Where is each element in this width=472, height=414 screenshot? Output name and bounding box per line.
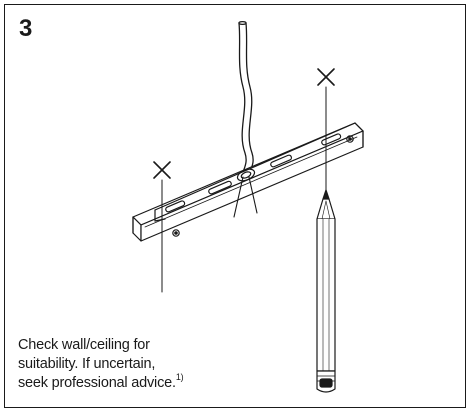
power-cable — [238, 21, 254, 178]
cross-mark-icon — [153, 161, 171, 179]
footnote-marker: 1) — [175, 372, 184, 383]
instruction-panel: 3 — [4, 4, 466, 408]
step-number: 3 — [19, 15, 33, 42]
pencil-icon — [316, 189, 336, 393]
instruction-line-3-text: seek professional advice. — [18, 375, 176, 391]
wires — [233, 176, 258, 218]
instruction-line-3: seek professional advice.1) — [18, 372, 218, 393]
instruction-text: Check wall/ceiling for suitability. If u… — [18, 336, 218, 393]
instruction-line-1: Check wall/ceiling for — [18, 337, 150, 353]
instruction-line-2: suitability. If uncertain, — [18, 356, 156, 372]
cross-mark-icon — [317, 68, 335, 86]
mounting-bracket — [132, 122, 364, 242]
mounting-illustration — [132, 21, 364, 393]
